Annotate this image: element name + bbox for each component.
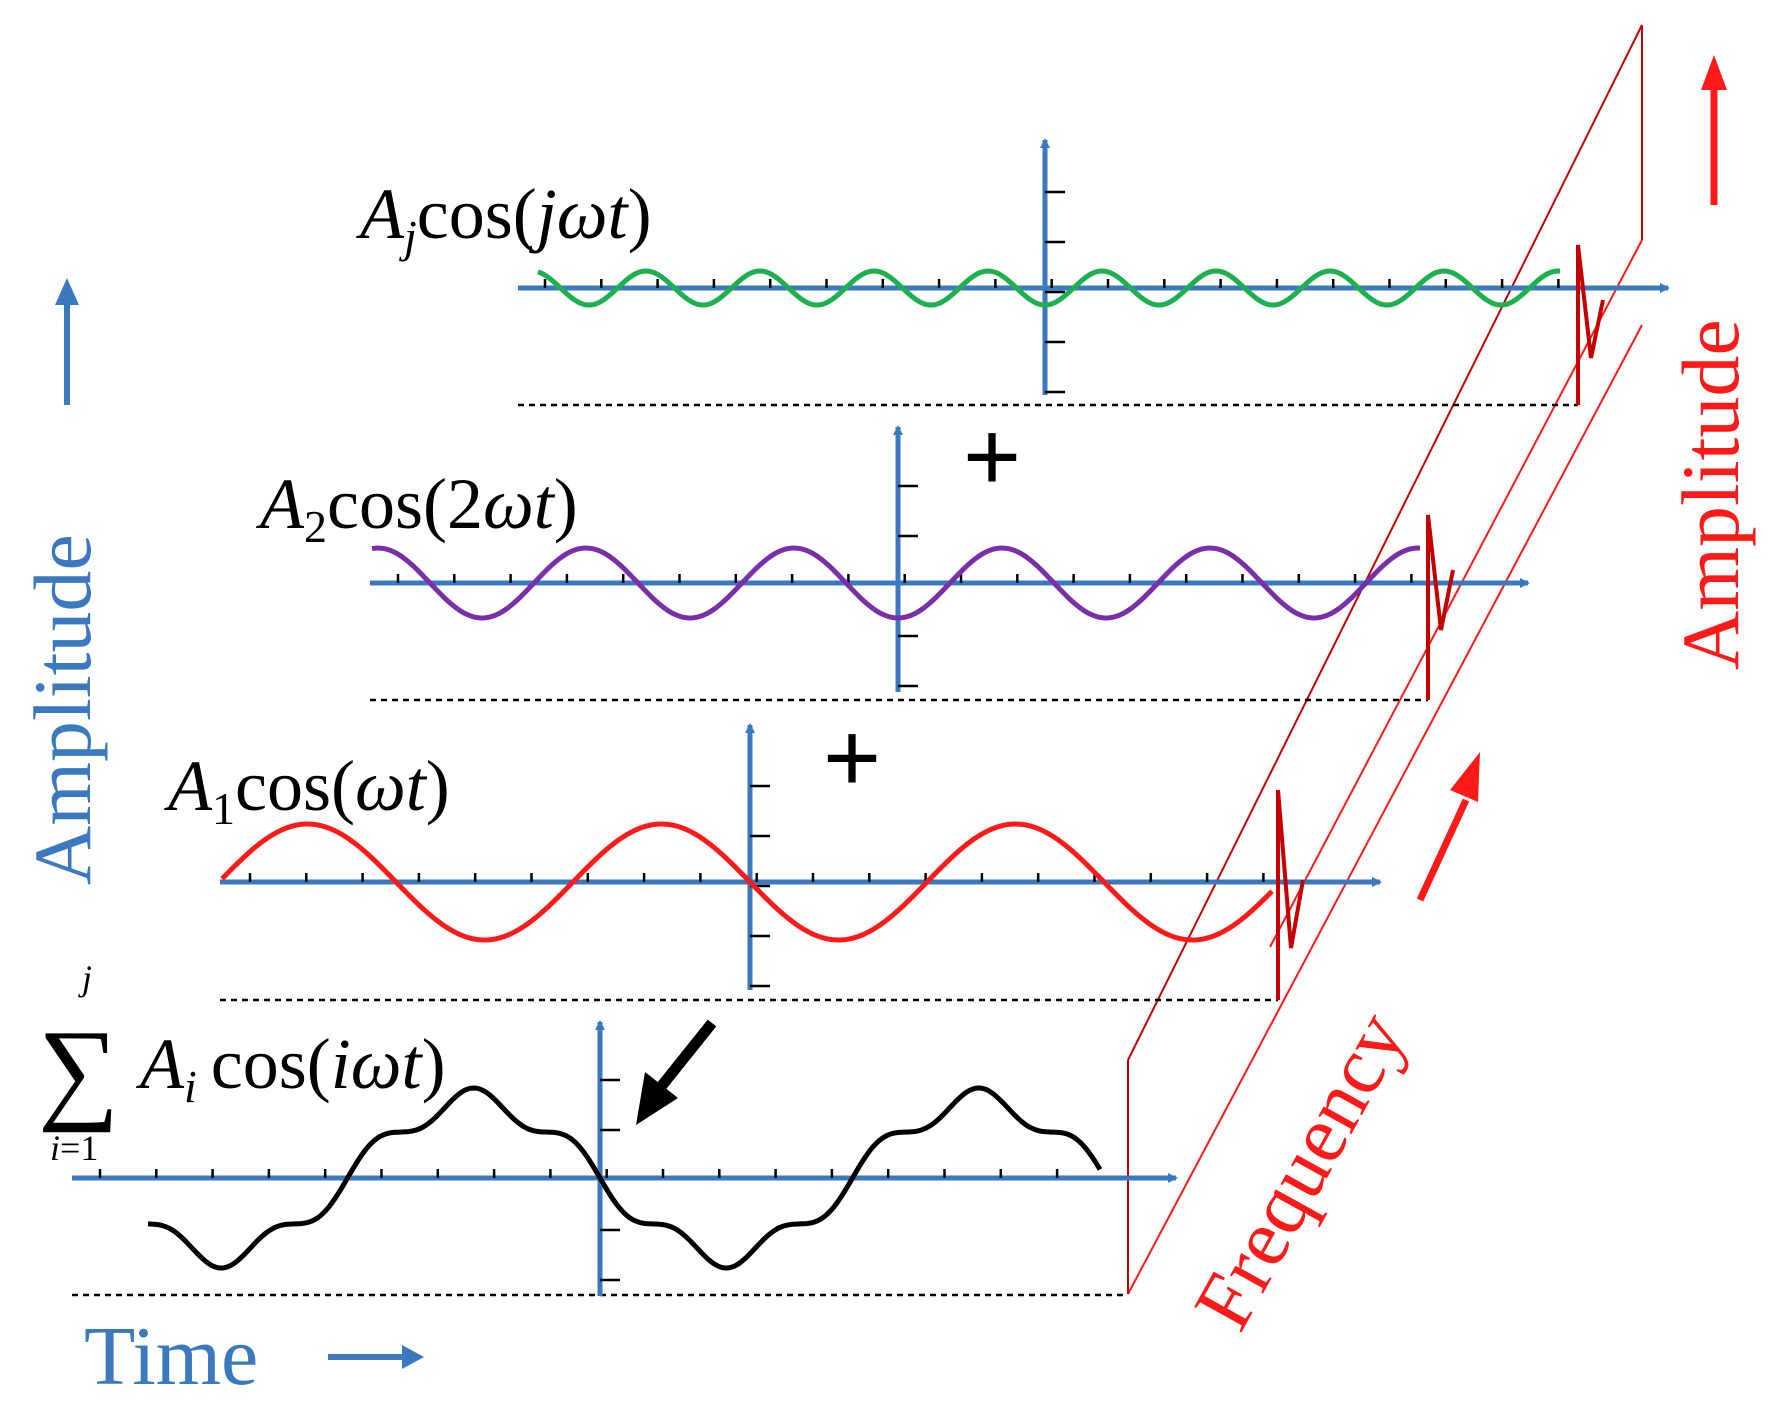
- time-label-group: Time: [84, 1310, 424, 1403]
- pointer-arrow: [636, 1019, 717, 1125]
- amplitude-right-label: Amplitude: [1665, 319, 1756, 670]
- sigma-symbol: ∑: [38, 1006, 119, 1133]
- plane-front-top: [1127, 24, 1643, 1061]
- plus-sign-2: +: [962, 400, 1021, 515]
- formula-j: Ajcos(jωt): [356, 174, 652, 262]
- spectrum-line-j: [1576, 244, 1605, 405]
- sum-lower-limit: i=1: [50, 1128, 98, 1168]
- ticks-j: [543, 190, 1560, 394]
- frequency-arrow: [1416, 798, 1470, 902]
- plane-back-edge: [1269, 239, 1643, 948]
- ticks-2: [396, 484, 1413, 688]
- plus-sign-1: +: [822, 701, 881, 816]
- frequency-group: Frequency: [1176, 752, 1480, 1344]
- wave-j: [537, 268, 1561, 308]
- plane-front-bottom: [1127, 324, 1643, 1295]
- formula-1: A1cos(ωt): [164, 746, 450, 834]
- amplitude-left-label: Amplitude: [17, 534, 108, 885]
- amplitude-right-group: Amplitude: [1665, 55, 1756, 670]
- row-1: + A1cos(ωt): [164, 701, 1382, 1002]
- formula-2: A2cos(2ωt): [256, 464, 578, 552]
- row-2: + A2cos(2ωt): [256, 400, 1530, 702]
- spectrum-line-1: [1276, 789, 1305, 1000]
- wave-1: [220, 821, 1274, 943]
- frequency-label: Frequency: [1176, 997, 1423, 1344]
- spectrum-line-2: [1426, 514, 1455, 700]
- wave-sum: [147, 1085, 1103, 1271]
- sum-upper-limit: j: [78, 958, 92, 998]
- ticks-sum: [98, 1078, 1059, 1282]
- time-label: Time: [84, 1310, 258, 1403]
- row-j: Ajcos(jωt): [356, 138, 1670, 407]
- wave-2: [371, 545, 1421, 621]
- amplitude-left-group: Amplitude: [17, 278, 108, 885]
